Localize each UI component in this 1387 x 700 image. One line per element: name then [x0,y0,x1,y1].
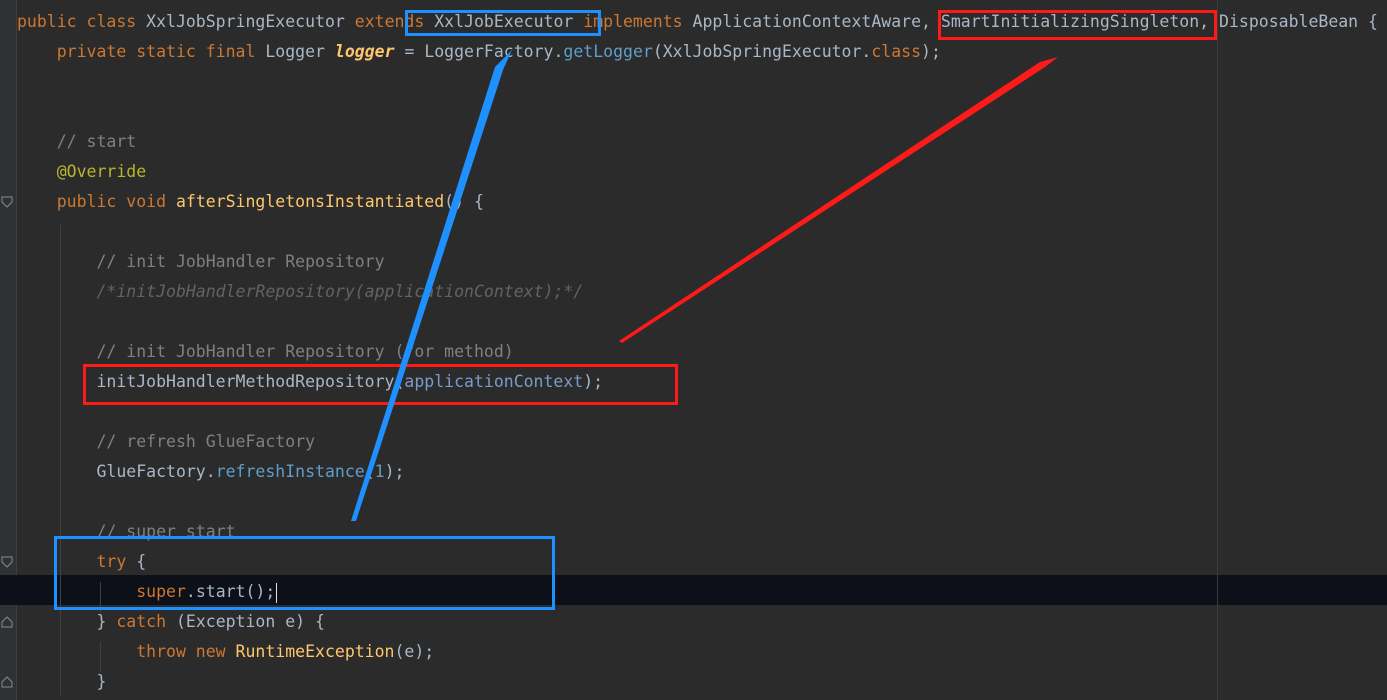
code-token: // init JobHandler Repository [17,252,385,271]
code-line[interactable]: // start [17,127,136,157]
code-token: public class [17,12,147,31]
code-token: catch [116,612,176,631]
code-token: } [17,612,117,631]
code-line[interactable]: @Override [17,157,146,187]
code-token: GlueFactory. [17,462,216,481]
code-token: (Exception e) { [175,612,325,631]
code-token: ); [384,462,405,481]
code-token: // init JobHandler Repository (for metho… [17,342,514,361]
code-line[interactable]: public class XxlJobSpringExecutor extend… [17,7,1378,37]
code-line[interactable]: throw new RuntimeException(e); [17,637,434,667]
code-token: /*initJobHandlerRepository(applicationCo… [17,282,584,301]
annotation-arrow-red [619,57,1058,343]
code-line[interactable]: // init JobHandler Repository (for metho… [17,337,514,367]
code-token: (e); [394,642,435,661]
text-caret [276,582,278,603]
code-token: super [17,582,186,601]
code-token: refreshInstance [215,462,365,481]
fold-marker-icon[interactable] [1,556,13,568]
code-line[interactable]: private static final Logger logger = Log… [17,37,941,67]
code-token: ); [921,42,941,61]
code-token: = LoggerFactory. [394,42,564,61]
code-token: logger [334,42,395,61]
code-token: try [17,552,137,571]
code-token: // start [17,132,137,151]
code-token: throw new [17,642,236,661]
code-token: getLogger [563,42,653,61]
code-token: ApplicationContextAware, SmartInitializi… [692,12,1378,31]
code-line[interactable]: // init JobHandler Repository [17,247,385,277]
code-line[interactable]: } [17,667,106,697]
code-token: .start(); [185,582,276,601]
code-token: Logger [265,42,335,61]
code-token: class [871,42,922,61]
code-token: public void [17,192,176,211]
code-line[interactable]: public void afterSingletonsInstantiated(… [17,187,484,217]
fold-marker-icon[interactable] [1,196,13,208]
code-token: @Override [17,162,147,181]
code-token: afterSingletonsInstantiated [175,192,445,211]
code-line[interactable]: try { [17,547,146,577]
indent-guide [100,642,101,672]
code-token: initJobHandlerMethodRepository( [17,372,405,391]
code-line[interactable]: /*initJobHandlerRepository(applicationCo… [17,277,583,307]
code-token: ); [583,372,604,391]
current-line-highlight [0,575,1387,605]
right-margin-guide [1217,0,1218,700]
annotation-arrow-blue [351,50,512,521]
code-token: XxlJobSpringExecutor [146,12,355,31]
code-token: 1 [374,462,385,481]
code-line[interactable]: initJobHandlerMethodRepository(applicati… [17,367,603,397]
code-token: private static final [17,42,266,61]
code-token: } [17,672,107,691]
code-token: implements [583,12,693,31]
code-line[interactable]: super.start(); [17,577,278,607]
code-line[interactable]: // refresh GlueFactory [17,427,315,457]
code-line[interactable]: GlueFactory.refreshInstance(1); [17,457,404,487]
editor-gutter[interactable] [0,0,16,700]
indent-guide [60,225,61,695]
code-token: RuntimeException [235,642,395,661]
code-line[interactable]: } catch (Exception e) { [17,607,325,637]
code-token: XxlJobExecutor [434,12,584,31]
fold-marker-icon[interactable] [1,676,13,688]
indent-guide [100,582,101,612]
code-token: applicationContext [404,372,584,391]
code-token: { [136,552,147,571]
gutter-divider [16,0,17,700]
code-token: // refresh GlueFactory [17,432,316,451]
code-token: (XxlJobSpringExecutor. [652,42,872,61]
fold-marker-icon[interactable] [1,616,13,628]
